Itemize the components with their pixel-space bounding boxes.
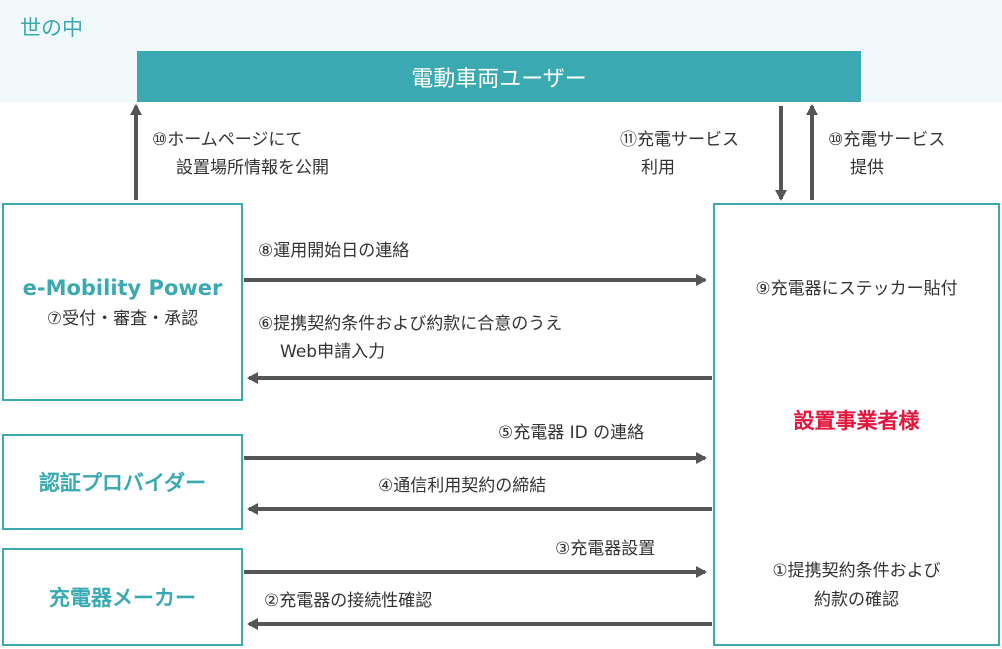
auth-provider-title: 認証プロバイダー [38,471,207,495]
emobility-power-subtitle: ⑦受付・審査・承認 [46,308,199,329]
step-4-label: ④通信利用契約の締結 [378,476,547,496]
operator-title: 設置事業者様 [793,409,920,433]
step-10-service-line2: 提供 [850,158,884,178]
step-10-web-line1: ⑩ホームページにて [152,130,303,150]
step-5-label: ⑤充電器 ID の連絡 [498,423,645,443]
world-label: 世の中 [20,16,83,40]
charger-maker-title: 充電器メーカー [49,586,196,610]
step-11-line1: ⑪充電サービス [620,130,739,150]
step-11-line2: 利用 [641,158,675,178]
ev-users-box: 電動車両ユーザー [137,51,861,102]
operator-note-sticker: ⑨充電器にステッカー貼付 [755,279,958,299]
step-2-label: ②充電器の接続性確認 [264,591,433,611]
operator-note-confirm-2: 約款の確認 [814,590,899,610]
emobility-power-box: e-Mobility Power ⑦受付・審査・承認 [2,203,243,401]
operator-box: ⑨充電器にステッカー貼付 設置事業者様 ①提携契約条件および 約款の確認 [713,203,1000,646]
charger-maker-box: 充電器メーカー [2,548,243,646]
auth-provider-box: 認証プロバイダー [2,434,243,530]
step-10-service-line1: ⑩充電サービス [828,130,946,150]
operator-note-confirm-1: ①提携契約条件および [772,561,941,581]
step-8-label: ⑧運用開始日の連絡 [258,241,410,261]
step-6-line1: ⑥提携契約条件および約款に合意のうえ [258,314,563,334]
emobility-power-title: e-Mobility Power [22,275,223,300]
ev-users-label: 電動車両ユーザー [411,66,587,92]
step-3-label: ③充電器設置 [555,539,656,559]
step-6-line2: Web申請入力 [280,342,386,362]
step-10-web-line2: 設置場所情報を公開 [176,158,329,178]
